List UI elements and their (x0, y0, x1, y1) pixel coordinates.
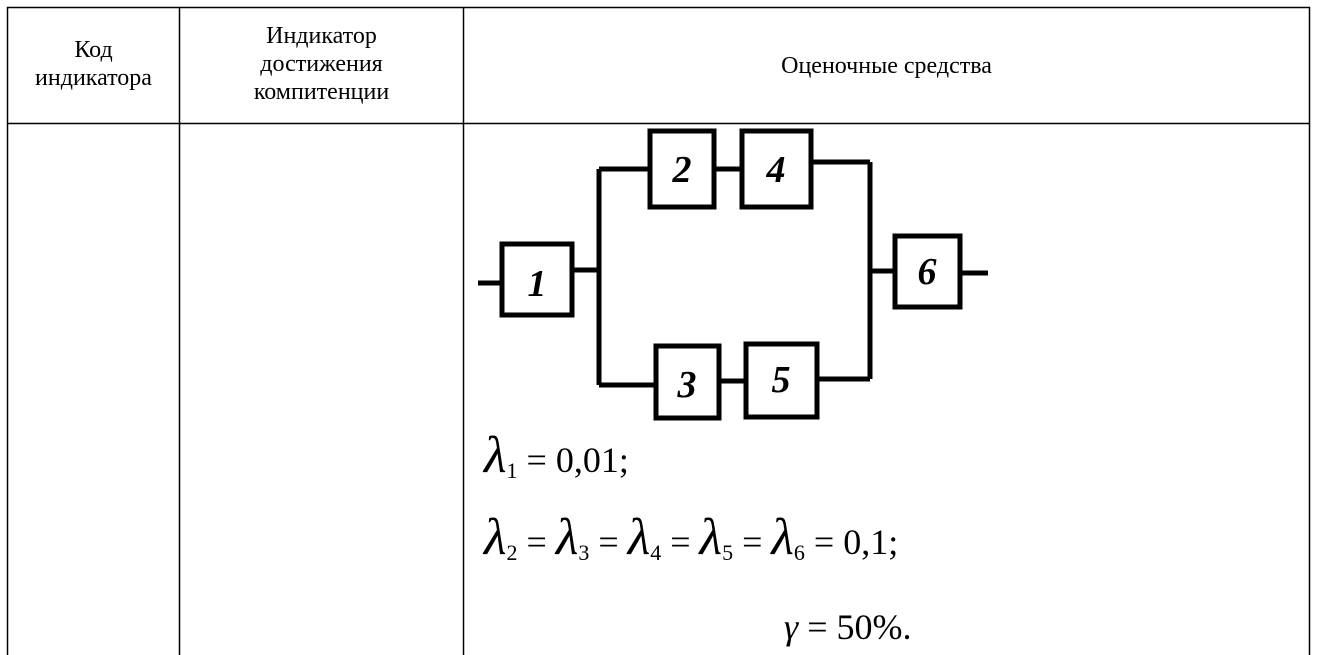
lambda-subscript: 6 (793, 540, 805, 565)
equals-sign: = (589, 522, 628, 562)
gamma-symbol: γ (784, 607, 799, 647)
lambda-subscript: 1 (506, 458, 518, 483)
block-1-label: 1 (528, 263, 547, 305)
header-indicator-line-1: Индикатор (266, 23, 377, 49)
block-2-label: 2 (672, 149, 692, 191)
lambda-symbol: λ (771, 509, 794, 566)
header-code-line-1: Код (74, 37, 113, 63)
lambda-symbol: λ (484, 509, 507, 566)
formula-gamma: γ = 50%. (784, 606, 911, 648)
lambda-symbol: λ (555, 509, 579, 566)
equals-sign: = (517, 522, 556, 562)
formula-value: = 50%. (798, 607, 912, 647)
lambda-subscript: 5 (722, 540, 734, 565)
formula-lambda-equalities: λ2 = λ3 = λ4 = λ5 = λ6 = 0,1; (484, 512, 898, 566)
formula-value: = 0,01; (517, 440, 629, 480)
header-indicator-code: Код индикатора (8, 36, 179, 92)
header-competence-indicator: Индикатор достижения компитенции (180, 22, 463, 106)
block-5-label: 5 (772, 359, 791, 401)
block-2 (647, 128, 717, 210)
block-5 (743, 341, 820, 420)
equals-sign: = (733, 522, 772, 562)
lambda-symbol: λ (699, 509, 723, 566)
block-3-label: 3 (677, 364, 697, 406)
header-indicator-line-2: достижения (260, 51, 383, 77)
lambda-symbol: λ (484, 427, 507, 484)
lambda-subscript: 4 (650, 540, 662, 565)
lambda-symbol: λ (627, 509, 651, 566)
block-4 (739, 128, 814, 210)
header-indicator-line-3: компитенции (253, 79, 390, 105)
block-6-label: 6 (918, 251, 937, 293)
lambda-subscript: 3 (578, 540, 590, 565)
formula-lambda-1: λ1 = 0,01; (484, 430, 629, 484)
header-code-line-2: индикатора (35, 65, 152, 91)
equals-sign: = (804, 522, 844, 562)
equals-sign: = (661, 522, 700, 562)
formula-value: 0,1; (843, 522, 899, 562)
block-4-label: 4 (766, 149, 786, 191)
block-1 (499, 241, 575, 318)
header-assessment-tools: Оценочные средства (781, 53, 992, 79)
lambda-subscript: 2 (506, 540, 518, 565)
